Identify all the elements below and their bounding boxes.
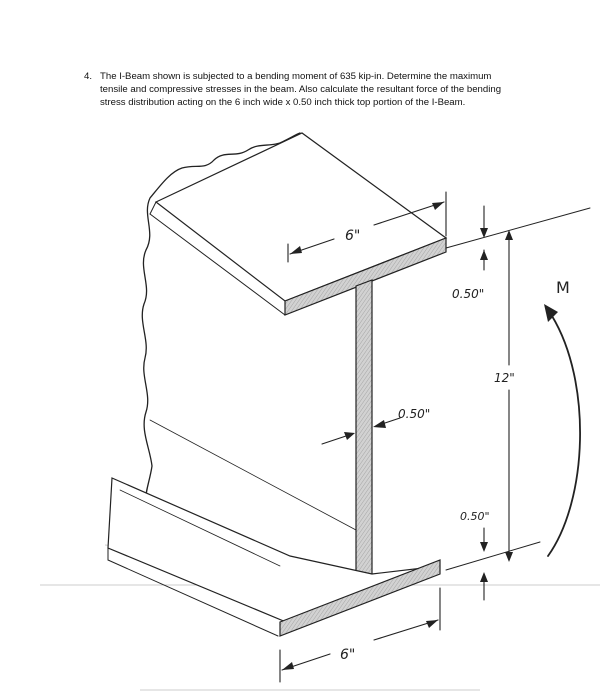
dimension-extension-line xyxy=(445,541,541,571)
problem-statement: 4. The I-Beam shown is subjected to a be… xyxy=(84,70,584,110)
dimension-line-top-width xyxy=(373,201,445,226)
arrowhead xyxy=(480,542,488,552)
top-flange-width-label: 6" xyxy=(345,228,360,244)
arrowhead xyxy=(290,246,302,254)
arrowhead xyxy=(480,228,488,238)
bottom-flange-top-surface xyxy=(107,477,441,623)
moment-label: M xyxy=(556,278,570,297)
depth-label: 12" xyxy=(494,371,515,385)
arrowhead xyxy=(373,420,386,428)
bottom-flange-edge xyxy=(107,559,279,637)
dimension-extension-line xyxy=(445,207,591,249)
arrowhead xyxy=(480,250,488,260)
top-flange-edge xyxy=(149,201,157,215)
problem-line-2: tensile and compressive stresses in the … xyxy=(100,84,502,96)
arrowhead xyxy=(480,572,488,582)
bottom-flange-width-label: 6" xyxy=(340,647,355,663)
problem-line-1: The I-Beam shown is subjected to a bendi… xyxy=(100,71,492,82)
top-flange-thickness-label: 0.50" xyxy=(452,287,484,301)
web-cross-section xyxy=(355,279,373,595)
web-thickness-label: 0.50" xyxy=(398,407,430,421)
top-flange-cross-section xyxy=(284,237,447,316)
top-flange-edge xyxy=(149,213,286,316)
moment-arrow xyxy=(547,315,581,557)
bottom-flange-edge xyxy=(119,489,281,567)
arrowhead xyxy=(544,304,558,322)
bottom-flange-thickness-label: 0.50" xyxy=(460,510,490,523)
web-face-edge xyxy=(149,419,357,531)
arrowhead xyxy=(505,230,513,240)
problem-line-3: stress distribution acting on the 6 inch… xyxy=(100,97,466,109)
arrowhead xyxy=(426,620,438,628)
bottom-flange-cross-section xyxy=(279,559,441,637)
arrowhead xyxy=(432,202,444,210)
problem-number: 4. xyxy=(84,71,93,82)
arrowhead xyxy=(344,432,355,440)
arrowhead xyxy=(505,552,513,562)
top-flange-top-surface xyxy=(154,132,448,302)
arrowhead xyxy=(282,662,294,670)
